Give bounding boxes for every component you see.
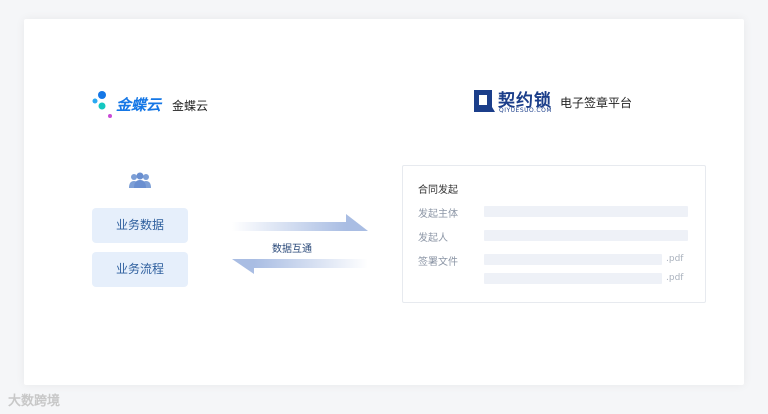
business-process-pill: 业务流程 (92, 252, 188, 287)
kingdee-logo-icon (92, 91, 112, 118)
field-bar-initiating-entity (484, 206, 688, 217)
qiyuesuo-logo-text: 契约锁 (498, 91, 552, 111)
field-bar-initiator (484, 230, 688, 241)
qiyuesuo-logo-domain: QIYUESUO.COM (499, 107, 553, 114)
business-data-pill: 业务数据 (92, 208, 188, 243)
watermark: 大数跨境 (8, 394, 61, 409)
field-label-initiator: 发起人 (418, 233, 448, 244)
file-ext-2: .pdf (666, 273, 684, 283)
kingdee-brand-name: 金蝶云 (172, 99, 209, 113)
users-icon (129, 172, 151, 188)
qiyuesuo-logo-icon (474, 90, 495, 112)
file-ext-1: .pdf (666, 254, 684, 264)
esign-platform-name: 电子签章平台 (560, 96, 633, 110)
contract-form-title: 合同发起 (418, 185, 458, 196)
field-label-signing-file: 签署文件 (418, 257, 458, 268)
kingdee-logo-text: 金蝶云 (116, 96, 162, 114)
file-bar-1 (484, 254, 662, 265)
arrow-left (232, 259, 368, 274)
field-label-initiating-entity: 发起主体 (418, 209, 458, 220)
arrow-right (232, 214, 368, 231)
exchange-arrows (232, 214, 368, 274)
file-bar-2 (484, 273, 662, 284)
data-exchange-label: 数据互通 (272, 244, 312, 255)
